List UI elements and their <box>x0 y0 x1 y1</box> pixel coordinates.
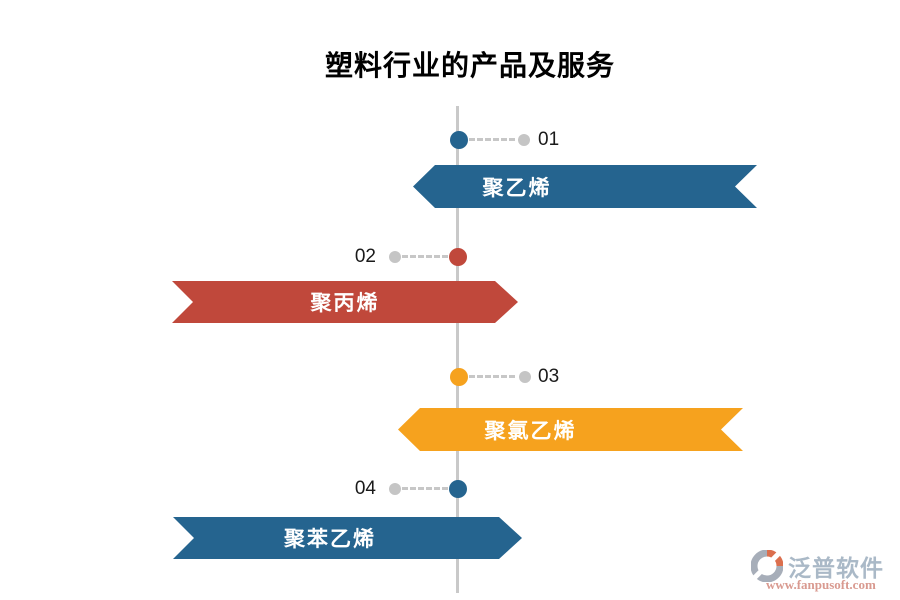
connector-dash-1 <box>469 138 515 141</box>
item-number-4: 04 <box>354 478 376 499</box>
connector-end-dot-4 <box>389 483 401 495</box>
item-number-2: 02 <box>354 246 376 267</box>
ribbon-label-3: 聚氯乙烯 <box>484 419 577 443</box>
watermark-url-text: www.fanpusoft.com <box>766 577 876 592</box>
connector-end-dot-3 <box>519 371 531 383</box>
timeline-node-dot-1 <box>450 131 468 149</box>
item-number-3: 03 <box>538 366 560 387</box>
item-number-1: 01 <box>538 129 560 150</box>
ribbon-banner-polystyrene: 聚苯乙烯 <box>173 517 522 559</box>
ribbon-label-2: 聚丙烯 <box>310 292 380 315</box>
ribbon-banner-polyethylene: 聚乙烯 <box>413 165 757 208</box>
connector-end-dot-2 <box>389 251 401 263</box>
connector-end-dot-1 <box>518 134 530 146</box>
ribbon-banner-polypropylene: 聚丙烯 <box>172 281 518 323</box>
timeline-node-dot-4 <box>449 480 467 498</box>
timeline-node-dot-3 <box>450 368 468 386</box>
connector-dash-4 <box>402 487 448 490</box>
ribbon-label-1: 聚乙烯 <box>482 176 552 200</box>
timeline-node-dot-2 <box>449 248 467 266</box>
connector-dash-2 <box>402 255 448 258</box>
timeline-axis-line <box>456 106 459 593</box>
ribbon-label-4: 聚苯乙烯 <box>284 528 376 551</box>
fanpu-swirl-logo-icon <box>751 550 783 582</box>
diagram-title: 塑料行业的产品及服务 <box>324 50 615 81</box>
connector-dash-3 <box>469 375 515 378</box>
watermark-brand-text: 泛普软件 <box>788 555 884 581</box>
ribbon-banner-pvc: 聚氯乙烯 <box>398 408 743 451</box>
